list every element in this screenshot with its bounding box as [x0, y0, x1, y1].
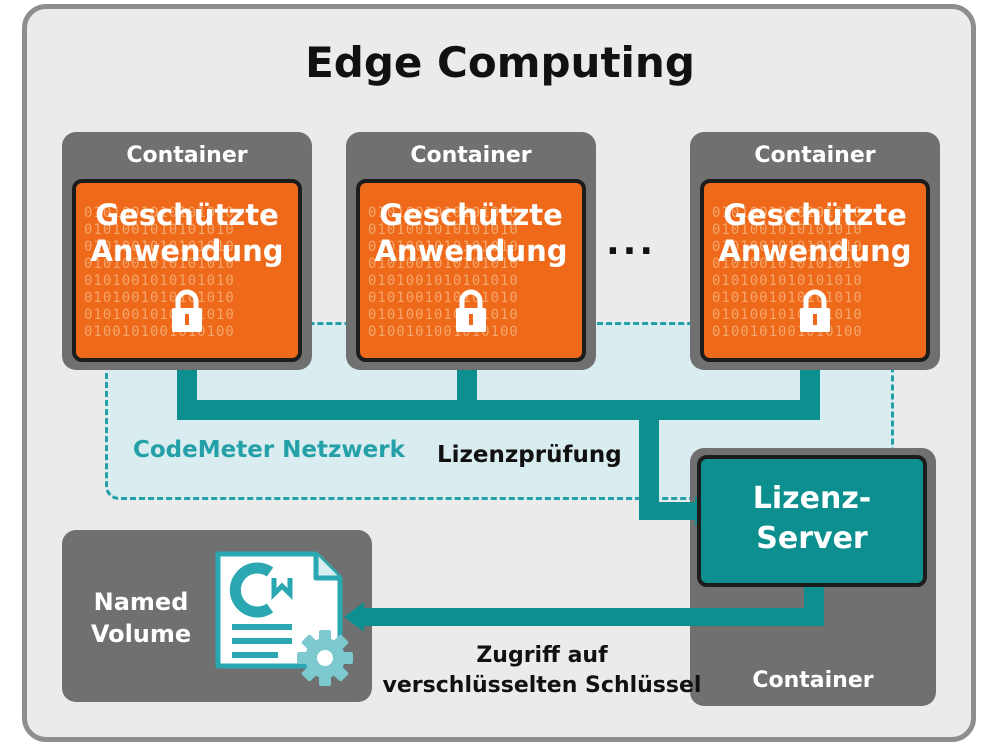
app-title: Geschützte Anwendung: [360, 197, 582, 269]
container-3-label: Container: [754, 143, 876, 168]
named-volume-line2: Volume: [90, 620, 192, 648]
ellipsis: ...: [606, 222, 657, 263]
container-3: Container 0101001010101010 0101001010101…: [690, 132, 940, 370]
bus-to-server-stub: [639, 502, 701, 520]
container-2: Container 0101001010101010 0101001010101…: [346, 132, 596, 370]
named-volume-label: Named Volume: [76, 586, 206, 650]
lock-icon: [800, 289, 830, 332]
key-access-line2: verschlüsselten Schlüssel: [382, 673, 702, 698]
bus-vertical-to-server: [639, 400, 659, 520]
app-title: Geschützte Anwendung: [704, 197, 926, 269]
codemeter-logo-m: [271, 578, 293, 601]
app-title-line2: Anwendung: [374, 234, 568, 268]
container-1-label: Container: [126, 143, 248, 168]
document-fold: [313, 554, 340, 581]
key-access-line: [360, 584, 824, 626]
protected-application-3: 0101001010101010 0101001010101010 010100…: [700, 179, 930, 362]
lock-icon: [456, 289, 486, 332]
license-check-bus: [177, 360, 820, 520]
protected-application-1: 0101001010101010 0101001010101010 010100…: [72, 179, 302, 362]
protected-application-2: 0101001010101010 0101001010101010 010100…: [356, 179, 586, 362]
license-check-label: Lizenzprüfung: [437, 442, 622, 468]
license-server-title: Lizenz- Server: [701, 479, 923, 559]
access-line-horizontal: [360, 608, 824, 626]
app-title-line1: Geschützte: [723, 198, 907, 232]
bus-horizontal: [177, 400, 820, 420]
app-title-line2: Anwendung: [718, 234, 912, 268]
key-access-line1: Zugriff auf: [476, 643, 608, 668]
text-line: [232, 638, 292, 644]
text-line: [232, 624, 292, 630]
server-container-label: Container: [752, 668, 874, 693]
app-title-line1: Geschützte: [95, 198, 279, 232]
key-access-label: Zugriff auf verschlüsselten Schlüssel: [362, 641, 722, 701]
license-server: Lizenz- Server: [697, 455, 927, 587]
gear-icon: [297, 630, 353, 686]
container-1: Container 0101001010101010 0101001010101…: [62, 132, 312, 370]
license-server-line1: Lizenz-: [752, 481, 872, 516]
lock-icon: [172, 289, 202, 332]
container-2-label: Container: [410, 143, 532, 168]
diagram-title: Edge Computing: [305, 38, 695, 87]
binary-pattern: 0101001010101010 0101001010101010 010100…: [368, 205, 519, 340]
text-line: [232, 652, 278, 658]
app-title: Geschützte Anwendung: [76, 197, 298, 269]
codemeter-license-file-icon: [215, 551, 353, 686]
app-title-line2: Anwendung: [90, 234, 284, 268]
license-server-line2: Server: [756, 521, 868, 556]
codemeter-logo-c: [229, 562, 274, 618]
codemeter-network-label: CodeMeter Netzwerk: [133, 437, 405, 463]
arrow-into-volume: [344, 602, 364, 632]
named-volume-line1: Named: [93, 588, 189, 616]
app-title-line1: Geschützte: [379, 198, 563, 232]
